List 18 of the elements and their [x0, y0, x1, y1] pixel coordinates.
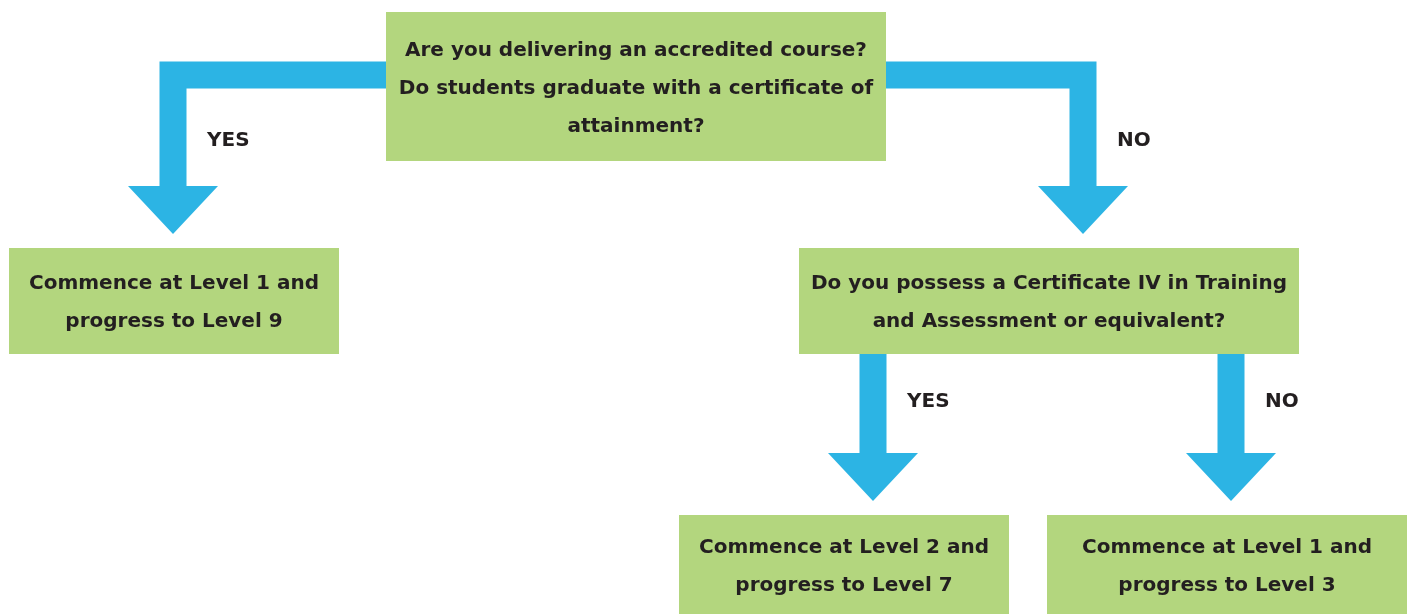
arrow: [886, 61, 1128, 234]
edge-label: YES: [907, 388, 950, 412]
edge-label: NO: [1117, 127, 1151, 151]
arrow: [1186, 354, 1276, 501]
box-text: Commence at Level 1 and progress to Level 3: [1081, 532, 1373, 598]
edge-label: YES: [207, 127, 250, 151]
box-text: Commence at Level 1 and progress to Level 9: [28, 269, 320, 334]
process-box: [679, 515, 1009, 614]
edge-label: NO: [1265, 388, 1299, 412]
process-box: [9, 248, 339, 354]
arrow: [828, 354, 918, 501]
box-text: Are you delivering an accredited course? Do students graduate with a certificate of attainment?: [397, 35, 875, 139]
box-text: Commence at Level 2 and progress to Level 7: [698, 532, 990, 598]
process-box: [799, 248, 1299, 354]
box-text: Do you possess a Certificate IV in Training and Assessment or equivalent?: [810, 269, 1288, 334]
process-box: [386, 12, 886, 161]
process-box: [1047, 515, 1407, 614]
arrow: [128, 61, 386, 234]
